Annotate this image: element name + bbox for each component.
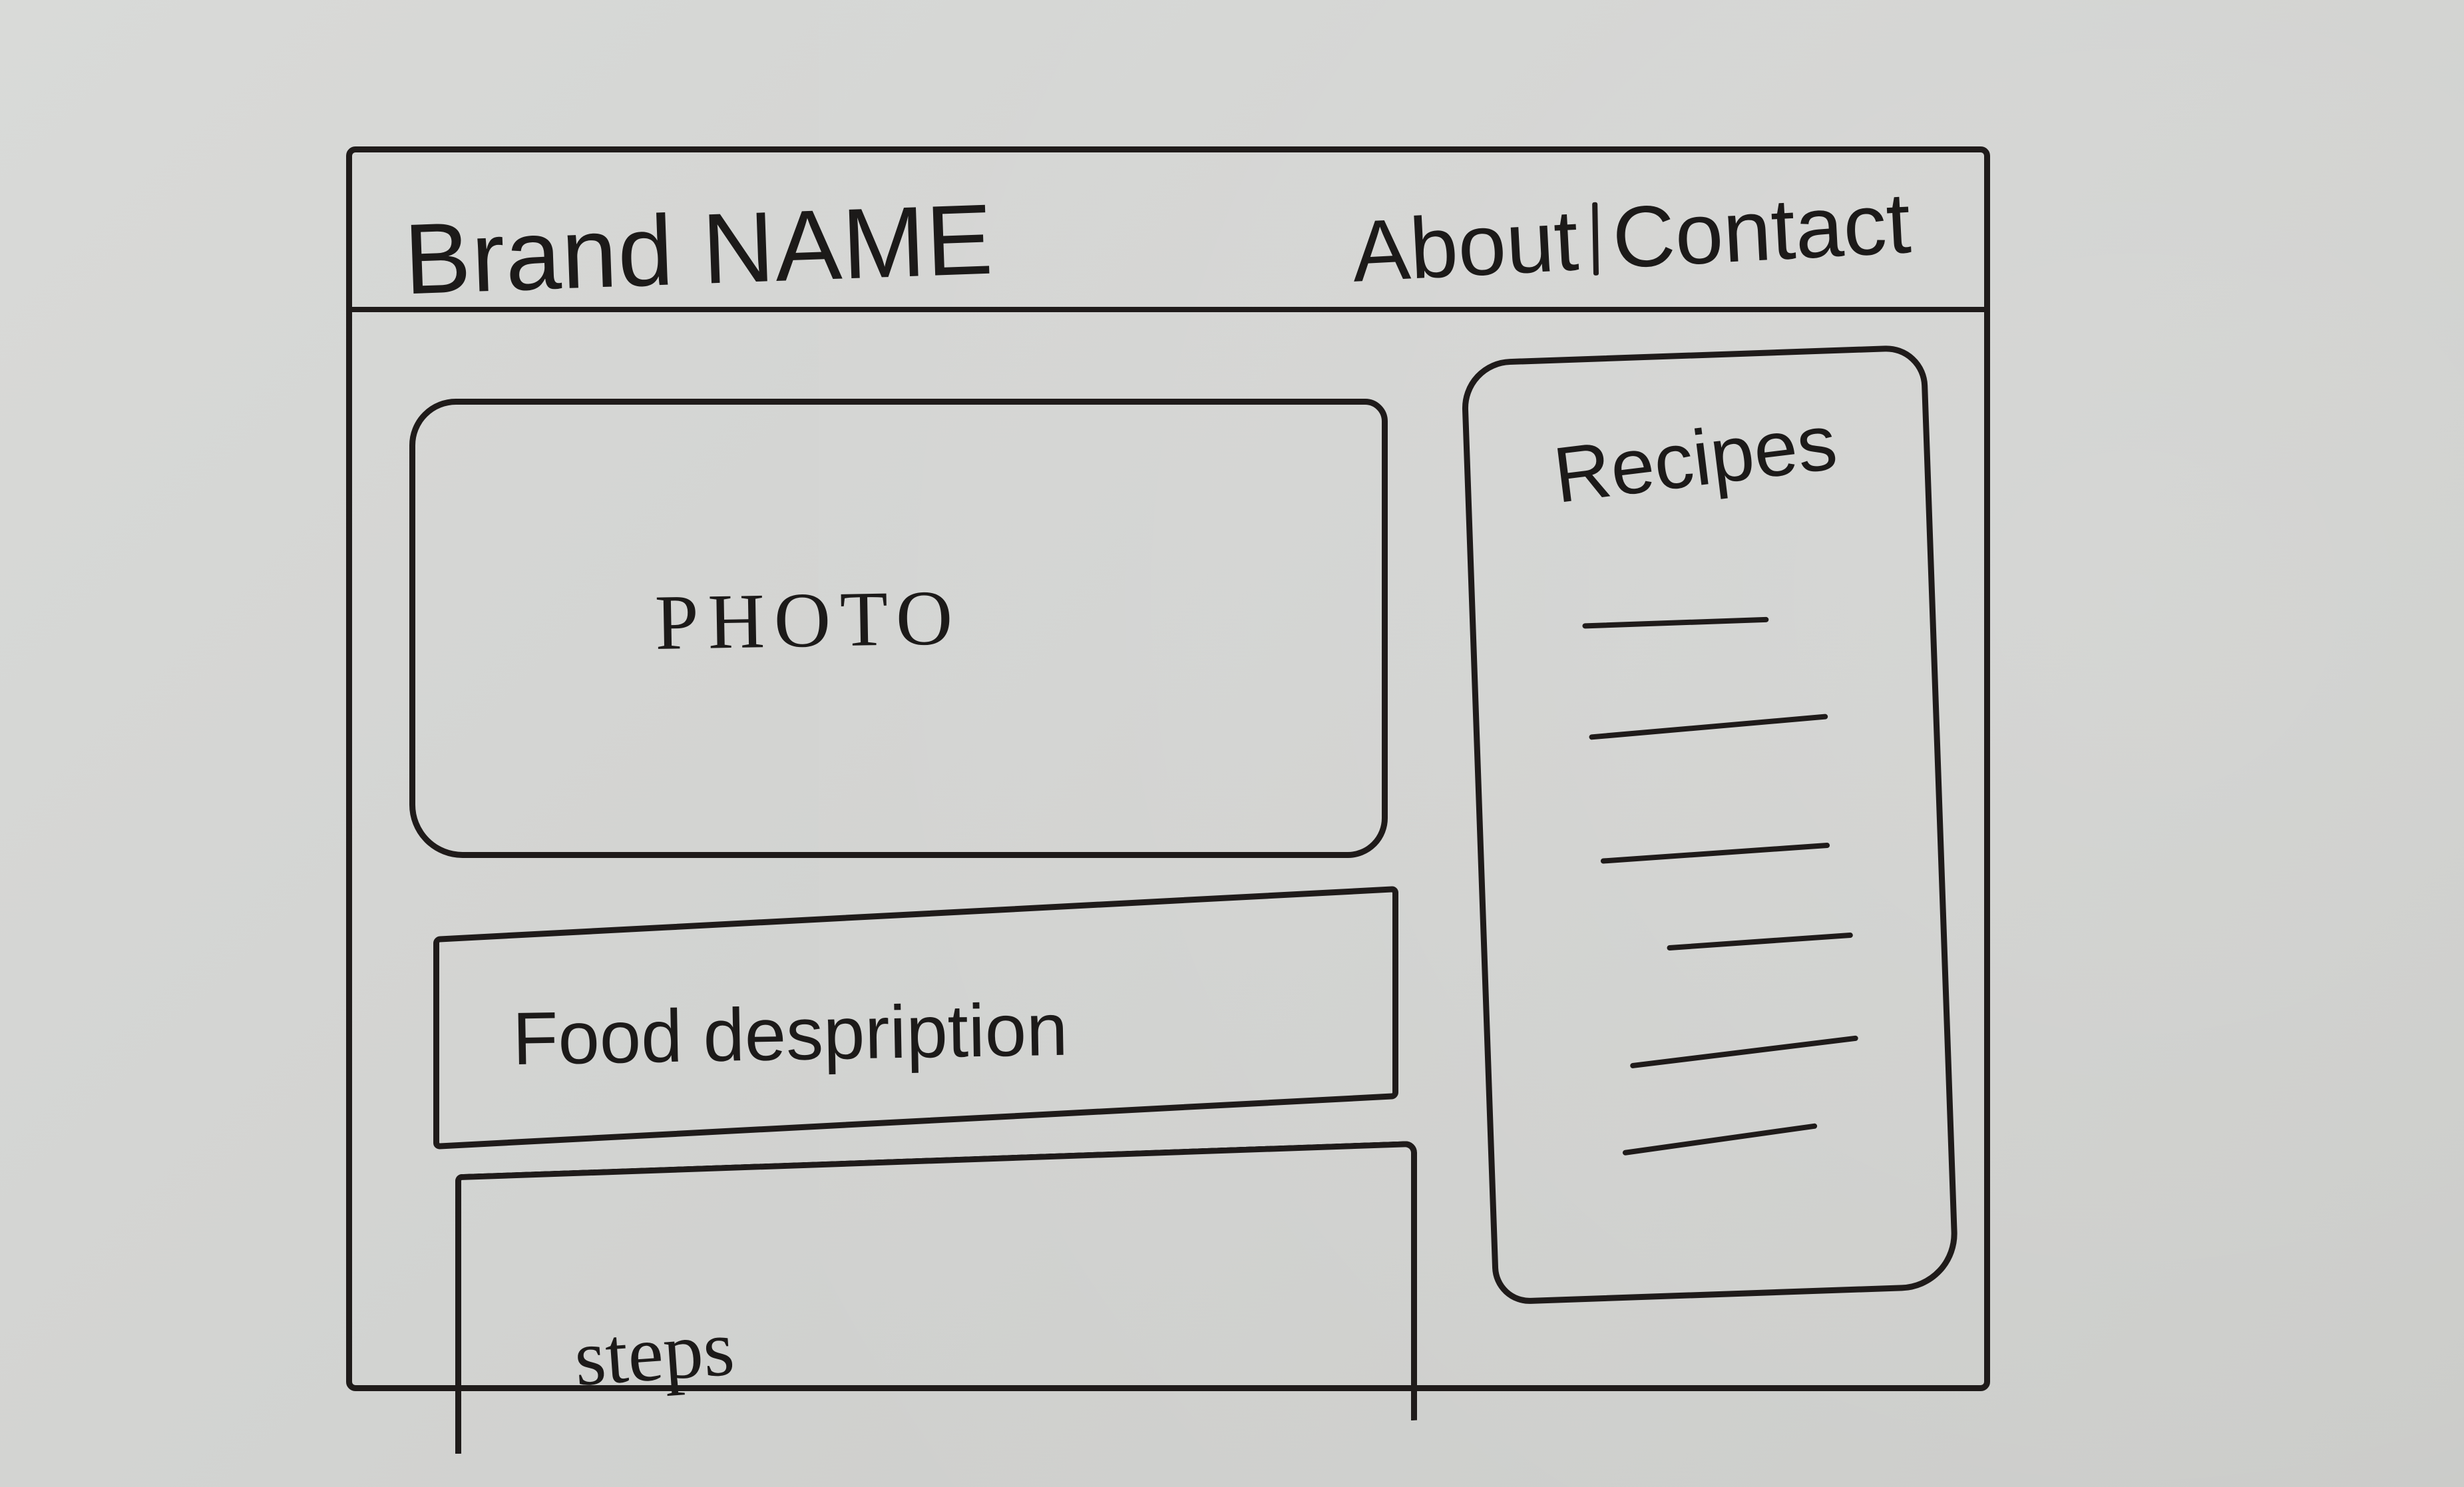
recipe-list-item-3[interactable] <box>1600 842 1830 864</box>
hero-photo-placeholder: PHOTO <box>409 399 1388 858</box>
page-wireframe: Brand NAME About Contact PHOTO Food desp… <box>346 146 1990 1454</box>
nav-about[interactable]: About <box>1349 191 1581 300</box>
recipe-list-item-4[interactable] <box>1667 932 1854 951</box>
recipe-list-item-1[interactable] <box>1582 616 1769 629</box>
nav-contact[interactable]: Contact <box>1610 174 1914 287</box>
food-description-box: Food despription <box>433 886 1398 1150</box>
top-navigation: About Contact <box>1349 174 1914 300</box>
steps-label: steps <box>571 1303 737 1402</box>
steps-section: steps <box>455 1140 1417 1454</box>
recipes-sidebar: Recipes <box>1460 344 1959 1305</box>
photo-label: PHOTO <box>654 573 963 667</box>
recipe-list-item-6[interactable] <box>1622 1123 1818 1156</box>
food-description-label: Food despription <box>511 987 1069 1081</box>
recipe-list-item-5[interactable] <box>1629 1035 1859 1069</box>
site-header: Brand NAME About Contact <box>352 152 1984 316</box>
recipe-list <box>1467 351 1953 1299</box>
nav-divider <box>1592 202 1599 276</box>
recipe-list-item-2[interactable] <box>1589 714 1828 740</box>
brand-name[interactable]: Brand NAME <box>402 182 995 316</box>
